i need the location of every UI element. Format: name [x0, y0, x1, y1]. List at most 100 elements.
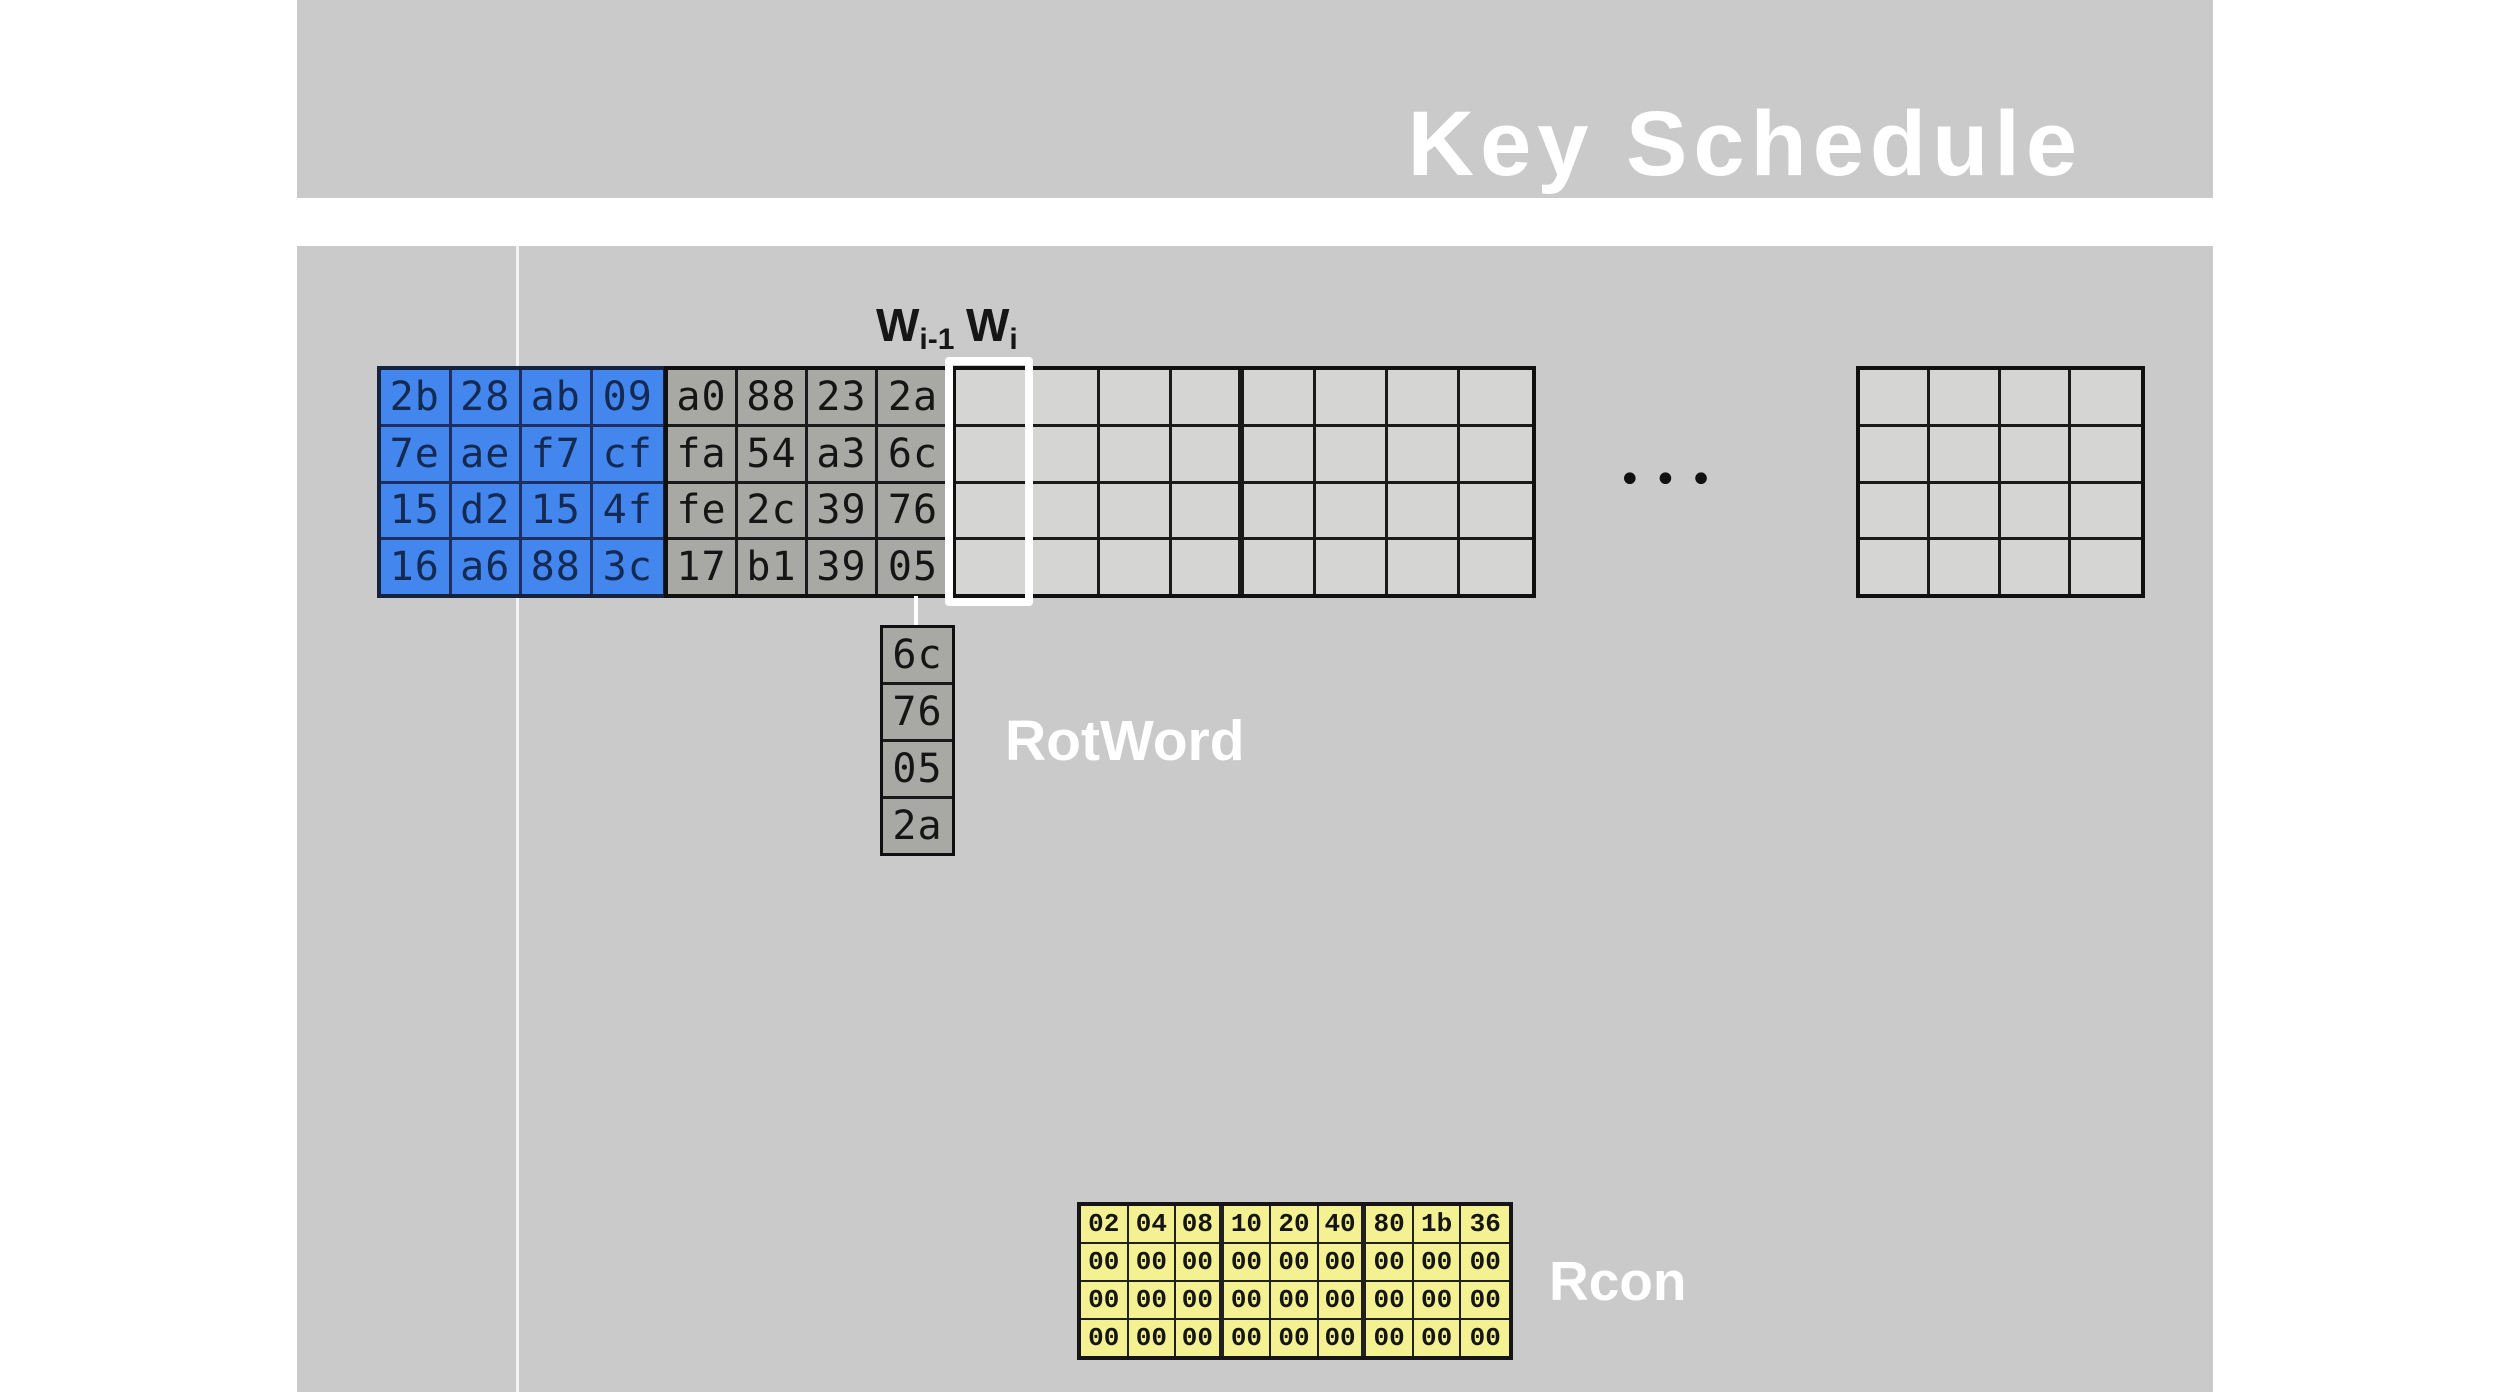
grid-cell: 00	[1366, 1320, 1414, 1356]
empty-grid-cell	[1860, 370, 1931, 427]
grid-cell: ab	[522, 370, 593, 427]
w-current-label-base: W	[966, 299, 1010, 351]
empty-grid-cell	[1244, 483, 1316, 541]
vertical-guide-line	[516, 246, 519, 1392]
empty-grid-cell	[1930, 540, 2001, 594]
grid-cell: 80	[1366, 1206, 1414, 1244]
grid-cell: 16	[381, 540, 452, 594]
grid-cell: 00	[1176, 1244, 1224, 1282]
grid-cell: 2b	[381, 370, 452, 427]
grid-cell: 2a	[878, 370, 948, 427]
grid-cell: 36	[1461, 1206, 1509, 1244]
grid-cell: a0	[668, 370, 738, 427]
empty-grid-cell	[1028, 426, 1100, 484]
grid-cell: 23	[808, 370, 878, 427]
empty-grid-cell	[1100, 426, 1172, 484]
grid-cell: fe	[668, 483, 738, 541]
empty-grid-cell	[1100, 483, 1172, 541]
w-prev-label-subscript: i-1	[919, 323, 955, 356]
empty-grid-cell	[1100, 540, 1172, 594]
grid-cell: 05	[883, 742, 952, 799]
grid-cell: 00	[1318, 1244, 1367, 1282]
grid-cell: 6c	[878, 426, 948, 484]
grid-cell: 2c	[738, 483, 808, 541]
grid-cell: f7	[522, 426, 593, 484]
empty-grid-cell	[2070, 426, 2141, 484]
rotword-connector-line	[914, 596, 918, 626]
grid-cell: 09	[592, 370, 663, 427]
grid-cell: 00	[1081, 1244, 1129, 1282]
empty-grid-cell	[1316, 370, 1388, 427]
header-band	[297, 0, 2213, 198]
empty-grid-cell	[1028, 483, 1100, 541]
empty-grid-cell	[1100, 370, 1172, 427]
grid-cell: 4f	[592, 483, 663, 541]
empty-grid-cell	[1860, 483, 1931, 541]
ellipsis-icon: •••	[1618, 457, 1725, 503]
empty-grid-cell	[1930, 426, 2001, 484]
grid-cell: 00	[1223, 1282, 1272, 1320]
grid-cell: 00	[1318, 1320, 1367, 1356]
grid-cell: 00	[1176, 1320, 1224, 1356]
grid-cell: 6c	[883, 628, 952, 685]
grid-cell: 00	[1413, 1244, 1462, 1282]
empty-grid-cell	[1460, 370, 1532, 427]
grid-cell: 1b	[1413, 1206, 1462, 1244]
empty-grid-cell	[1172, 370, 1244, 427]
grid-cell: 88	[522, 540, 593, 594]
grid-cell: 00	[1128, 1282, 1177, 1320]
empty-grid-cell	[1460, 483, 1532, 541]
grid-cell: 00	[1128, 1320, 1177, 1356]
grid-cell: 28	[451, 370, 522, 427]
grid-cell: 00	[1461, 1320, 1509, 1356]
w-prev-label-base: W	[876, 299, 920, 351]
empty-grid-cell	[1316, 540, 1388, 594]
w-current-label: Wi	[966, 299, 1018, 355]
empty-grid-cell	[1388, 483, 1460, 541]
grid-cell: 08	[1176, 1206, 1224, 1244]
grid-cell: 15	[522, 483, 593, 541]
grid-cell: 40	[1318, 1206, 1367, 1244]
grid-cell: 00	[1081, 1282, 1129, 1320]
empty-grid-cell	[1460, 540, 1532, 594]
empty-grid-cell	[1244, 426, 1316, 484]
grid-cell: 00	[1223, 1320, 1272, 1356]
last-round-key-empty-grid	[1856, 366, 2145, 598]
empty-grid-cell	[1388, 426, 1460, 484]
empty-grid-cell	[956, 483, 1028, 541]
empty-grid-cell	[1460, 426, 1532, 484]
empty-grid-cell	[2070, 370, 2141, 427]
grid-cell: 04	[1128, 1206, 1177, 1244]
grid-cell: 05	[878, 540, 948, 594]
page-title: Key Schedule	[1407, 93, 2083, 195]
grid-cell: 00	[1176, 1282, 1224, 1320]
empty-grid-cell	[2000, 540, 2071, 594]
grid-cell: 00	[1366, 1282, 1414, 1320]
empty-grid-cell	[1244, 540, 1316, 594]
empty-grid-cell	[1172, 540, 1244, 594]
empty-grid-cell	[1388, 540, 1460, 594]
grid-cell: 00	[1271, 1282, 1319, 1320]
grid-cell: 2a	[883, 799, 952, 853]
grid-cell: 02	[1081, 1206, 1129, 1244]
grid-cell: d2	[451, 483, 522, 541]
empty-grid-cell	[2000, 483, 2071, 541]
grid-cell: cf	[592, 426, 663, 484]
empty-grid-cell	[1244, 370, 1316, 427]
rotword-label: RotWord	[1005, 709, 1245, 773]
empty-grid-cell	[1316, 426, 1388, 484]
grid-cell: 76	[883, 685, 952, 742]
empty-grid-cell	[2000, 426, 2071, 484]
empty-grid-cell	[1172, 483, 1244, 541]
expanded-key-empty-grid	[952, 366, 1536, 598]
grid-cell: 00	[1271, 1320, 1319, 1356]
grid-cell: 39	[808, 483, 878, 541]
empty-grid-cell	[1388, 370, 1460, 427]
grid-cell: 00	[1271, 1244, 1319, 1282]
grid-cell: fa	[668, 426, 738, 484]
grid-cell: 15	[381, 483, 452, 541]
